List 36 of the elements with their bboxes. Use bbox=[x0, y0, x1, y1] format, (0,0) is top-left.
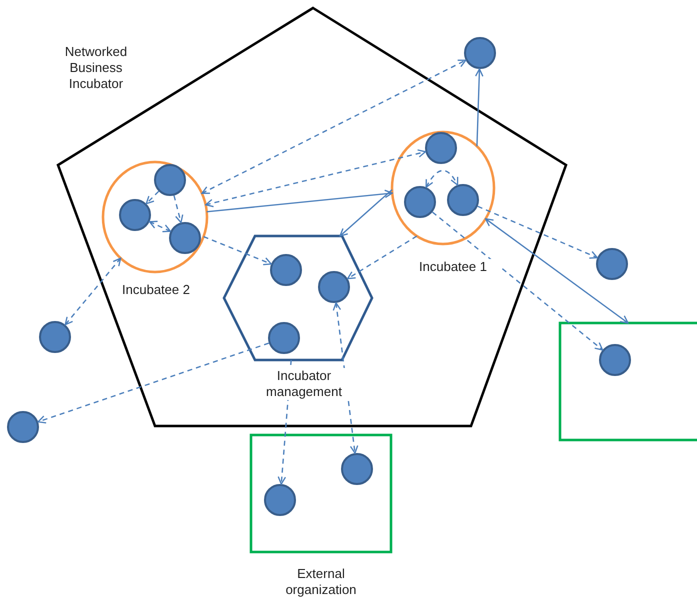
dashed-double-headed-arrow bbox=[426, 170, 458, 188]
circle-node bbox=[269, 253, 303, 287]
circle-node bbox=[595, 247, 629, 281]
pentagon-boundary bbox=[58, 8, 566, 426]
dashed-arrow bbox=[203, 236, 272, 266]
dashed-arrow bbox=[347, 236, 418, 280]
circle-node bbox=[340, 452, 374, 486]
arrow bbox=[206, 190, 393, 212]
circle-node bbox=[263, 483, 297, 517]
circle-node bbox=[463, 36, 497, 70]
dashed-arrow bbox=[146, 190, 160, 204]
dashed-arrow bbox=[278, 360, 292, 485]
dashed-arrow bbox=[477, 206, 598, 259]
circle-node bbox=[6, 410, 40, 444]
dashed-arrow bbox=[432, 212, 604, 351]
rectangle-frame bbox=[560, 323, 697, 440]
arrow bbox=[475, 68, 484, 146]
circle-node bbox=[153, 163, 187, 197]
circle-node bbox=[317, 270, 351, 304]
circle-node bbox=[267, 321, 301, 355]
circle-node bbox=[38, 320, 72, 354]
dashed-arrow bbox=[38, 342, 270, 424]
circle-node bbox=[168, 221, 202, 255]
dashed-double-headed-arrow bbox=[148, 220, 172, 232]
dashed-arrow bbox=[173, 195, 184, 224]
circle-node bbox=[598, 343, 632, 377]
dashed-double-headed-arrow bbox=[205, 149, 426, 208]
circle-node bbox=[403, 185, 437, 219]
dashed-double-headed-arrow bbox=[332, 302, 358, 454]
dashed-double-headed-arrow bbox=[201, 60, 466, 194]
arrow bbox=[339, 189, 392, 237]
circle-node bbox=[446, 183, 480, 217]
double-headed-arrow bbox=[484, 218, 629, 324]
circle-node bbox=[424, 131, 458, 165]
dashed-double-headed-arrow bbox=[64, 258, 122, 326]
circle-node bbox=[118, 198, 152, 232]
